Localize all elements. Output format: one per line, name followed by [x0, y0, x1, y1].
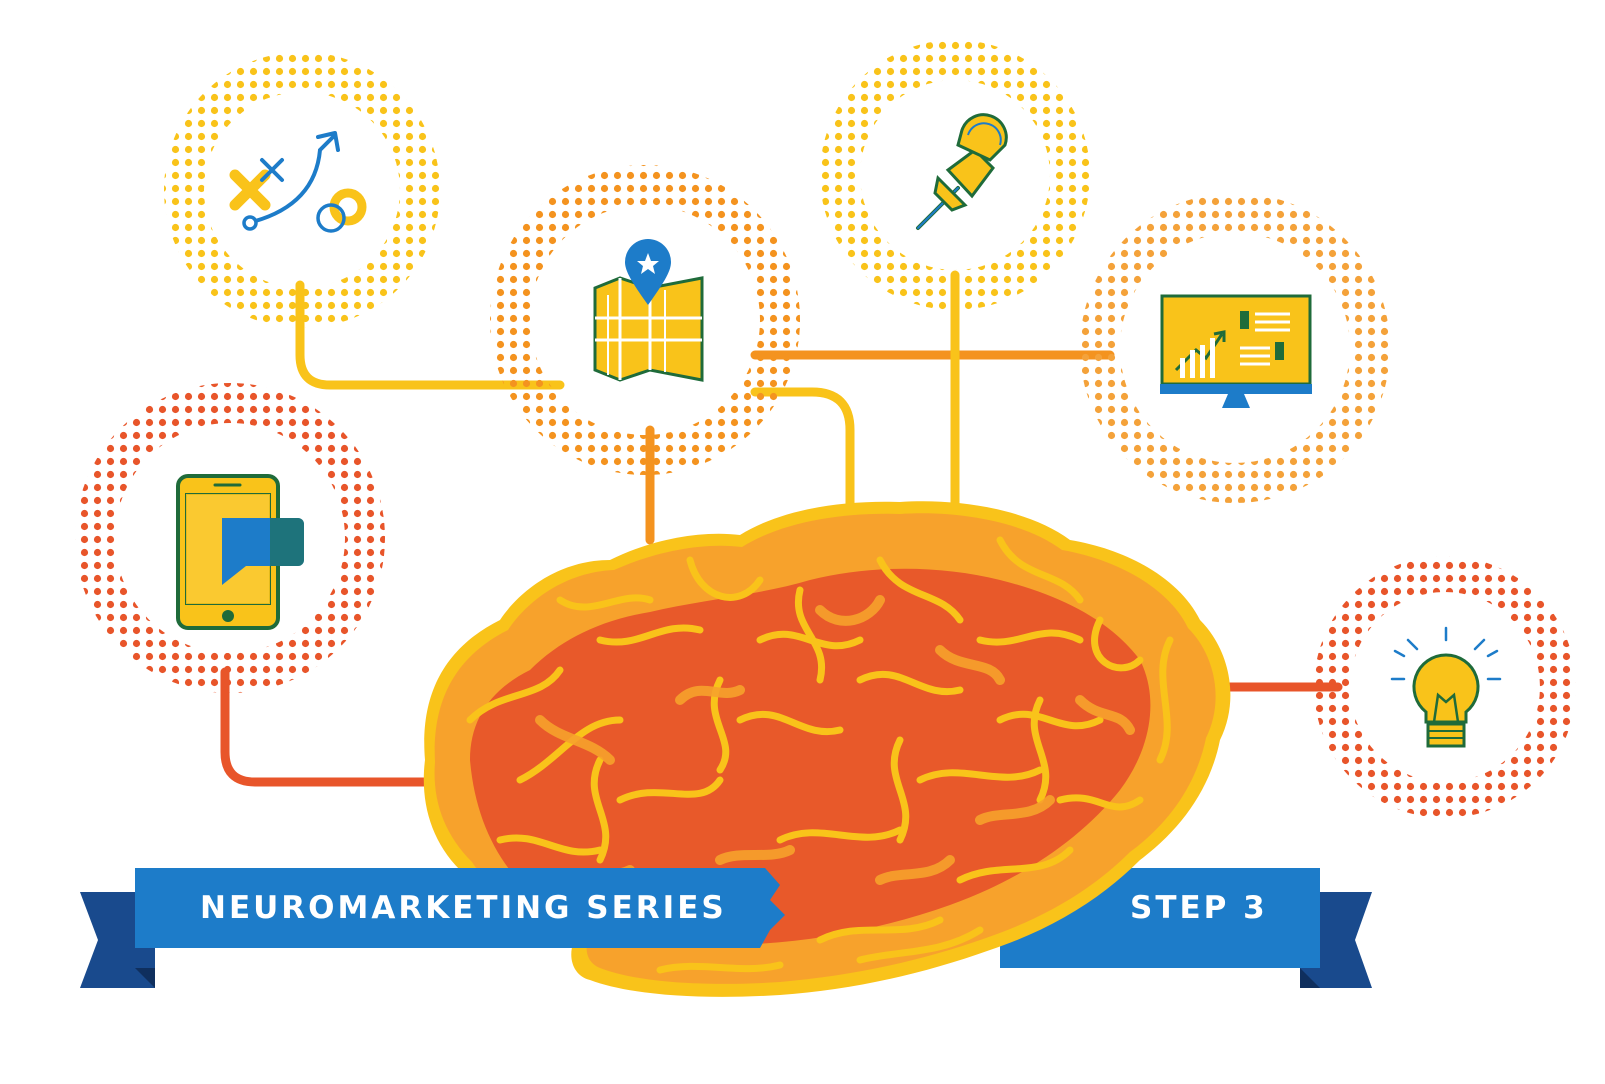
ring-monitor	[1080, 193, 1390, 503]
banner-step-label: STEP 3	[1130, 890, 1268, 926]
connector-lines	[220, 270, 1343, 787]
ring-strategy	[164, 52, 440, 328]
banner-series-label: NEUROMARKETING SERIES	[200, 890, 727, 926]
ring-map	[490, 165, 800, 475]
mobile-chat-icon	[176, 474, 304, 630]
ring-bulb	[1314, 556, 1576, 818]
strategy-play-icon	[229, 131, 367, 233]
connector-map-yellow	[750, 387, 855, 705]
light-bulb-icon	[1390, 626, 1502, 748]
map-location-icon	[593, 239, 704, 382]
ring-pin	[820, 40, 1090, 310]
ring-phone	[75, 383, 385, 693]
connector-strategy	[295, 280, 565, 390]
connector-phone	[220, 667, 435, 787]
push-pin-icon	[916, 113, 1008, 230]
analytics-monitor-icon	[1160, 294, 1312, 408]
banner-front	[80, 868, 785, 988]
series-ribbon	[135, 868, 785, 948]
